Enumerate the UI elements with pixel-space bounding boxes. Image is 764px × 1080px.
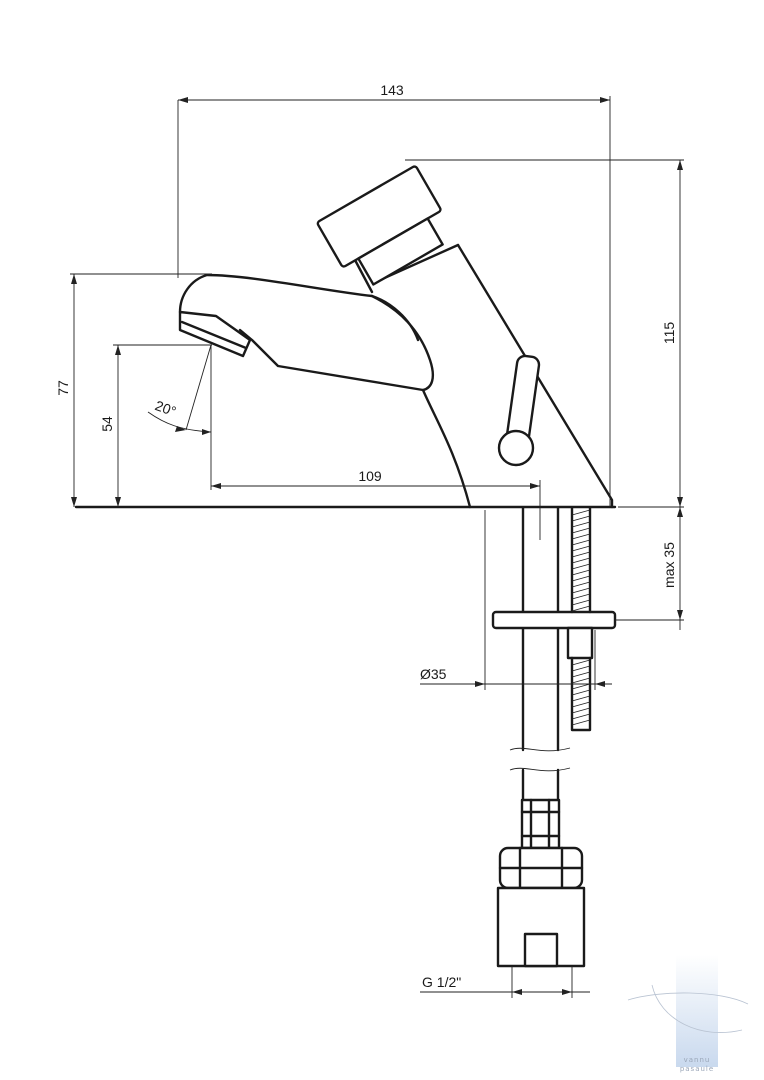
thread-outlet [523, 932, 559, 968]
body-right-edge [456, 243, 614, 509]
spout-outline [178, 273, 434, 392]
watermark-logo: vannu pasaule [627, 955, 749, 1073]
hose-connector [496, 798, 586, 968]
dimension-lines [70, 96, 684, 998]
aerator [178, 310, 252, 358]
dimension-labels: 143 115 max 35 77 54 109 20° Ø35 G 1/2" [55, 82, 677, 990]
body-left-edge [421, 388, 472, 509]
flexible-hose [570, 506, 592, 732]
fixing-plate [491, 610, 617, 630]
aerator-line [180, 320, 248, 350]
dim-spout-height: 77 [55, 380, 71, 396]
fixing-nut [566, 626, 594, 660]
dim-hole-diameter: Ø35 [420, 666, 447, 682]
connector-sleeve [520, 798, 561, 850]
dim-outlet-height: 54 [99, 416, 115, 432]
mounting-stud [521, 506, 560, 802]
push-button [316, 165, 444, 286]
lever-knob [497, 429, 535, 467]
mounting-parts [491, 506, 617, 968]
side-lever [497, 354, 541, 467]
watermark-text-2: pasaule [680, 1065, 714, 1073]
dim-angle: 20° [153, 397, 178, 419]
dim-reach: 109 [358, 468, 382, 484]
break-mark [509, 747, 571, 772]
spout-top-inner [370, 294, 420, 342]
push-button-collar [357, 217, 444, 286]
faucet-body [74, 165, 617, 509]
dim-width-total: 143 [380, 82, 404, 98]
dim-max-thickness: max 35 [661, 542, 677, 588]
watermark-text-1: vannu [684, 1056, 711, 1064]
dim-thread: G 1/2" [422, 974, 461, 990]
dim-height-total: 115 [661, 322, 677, 345]
